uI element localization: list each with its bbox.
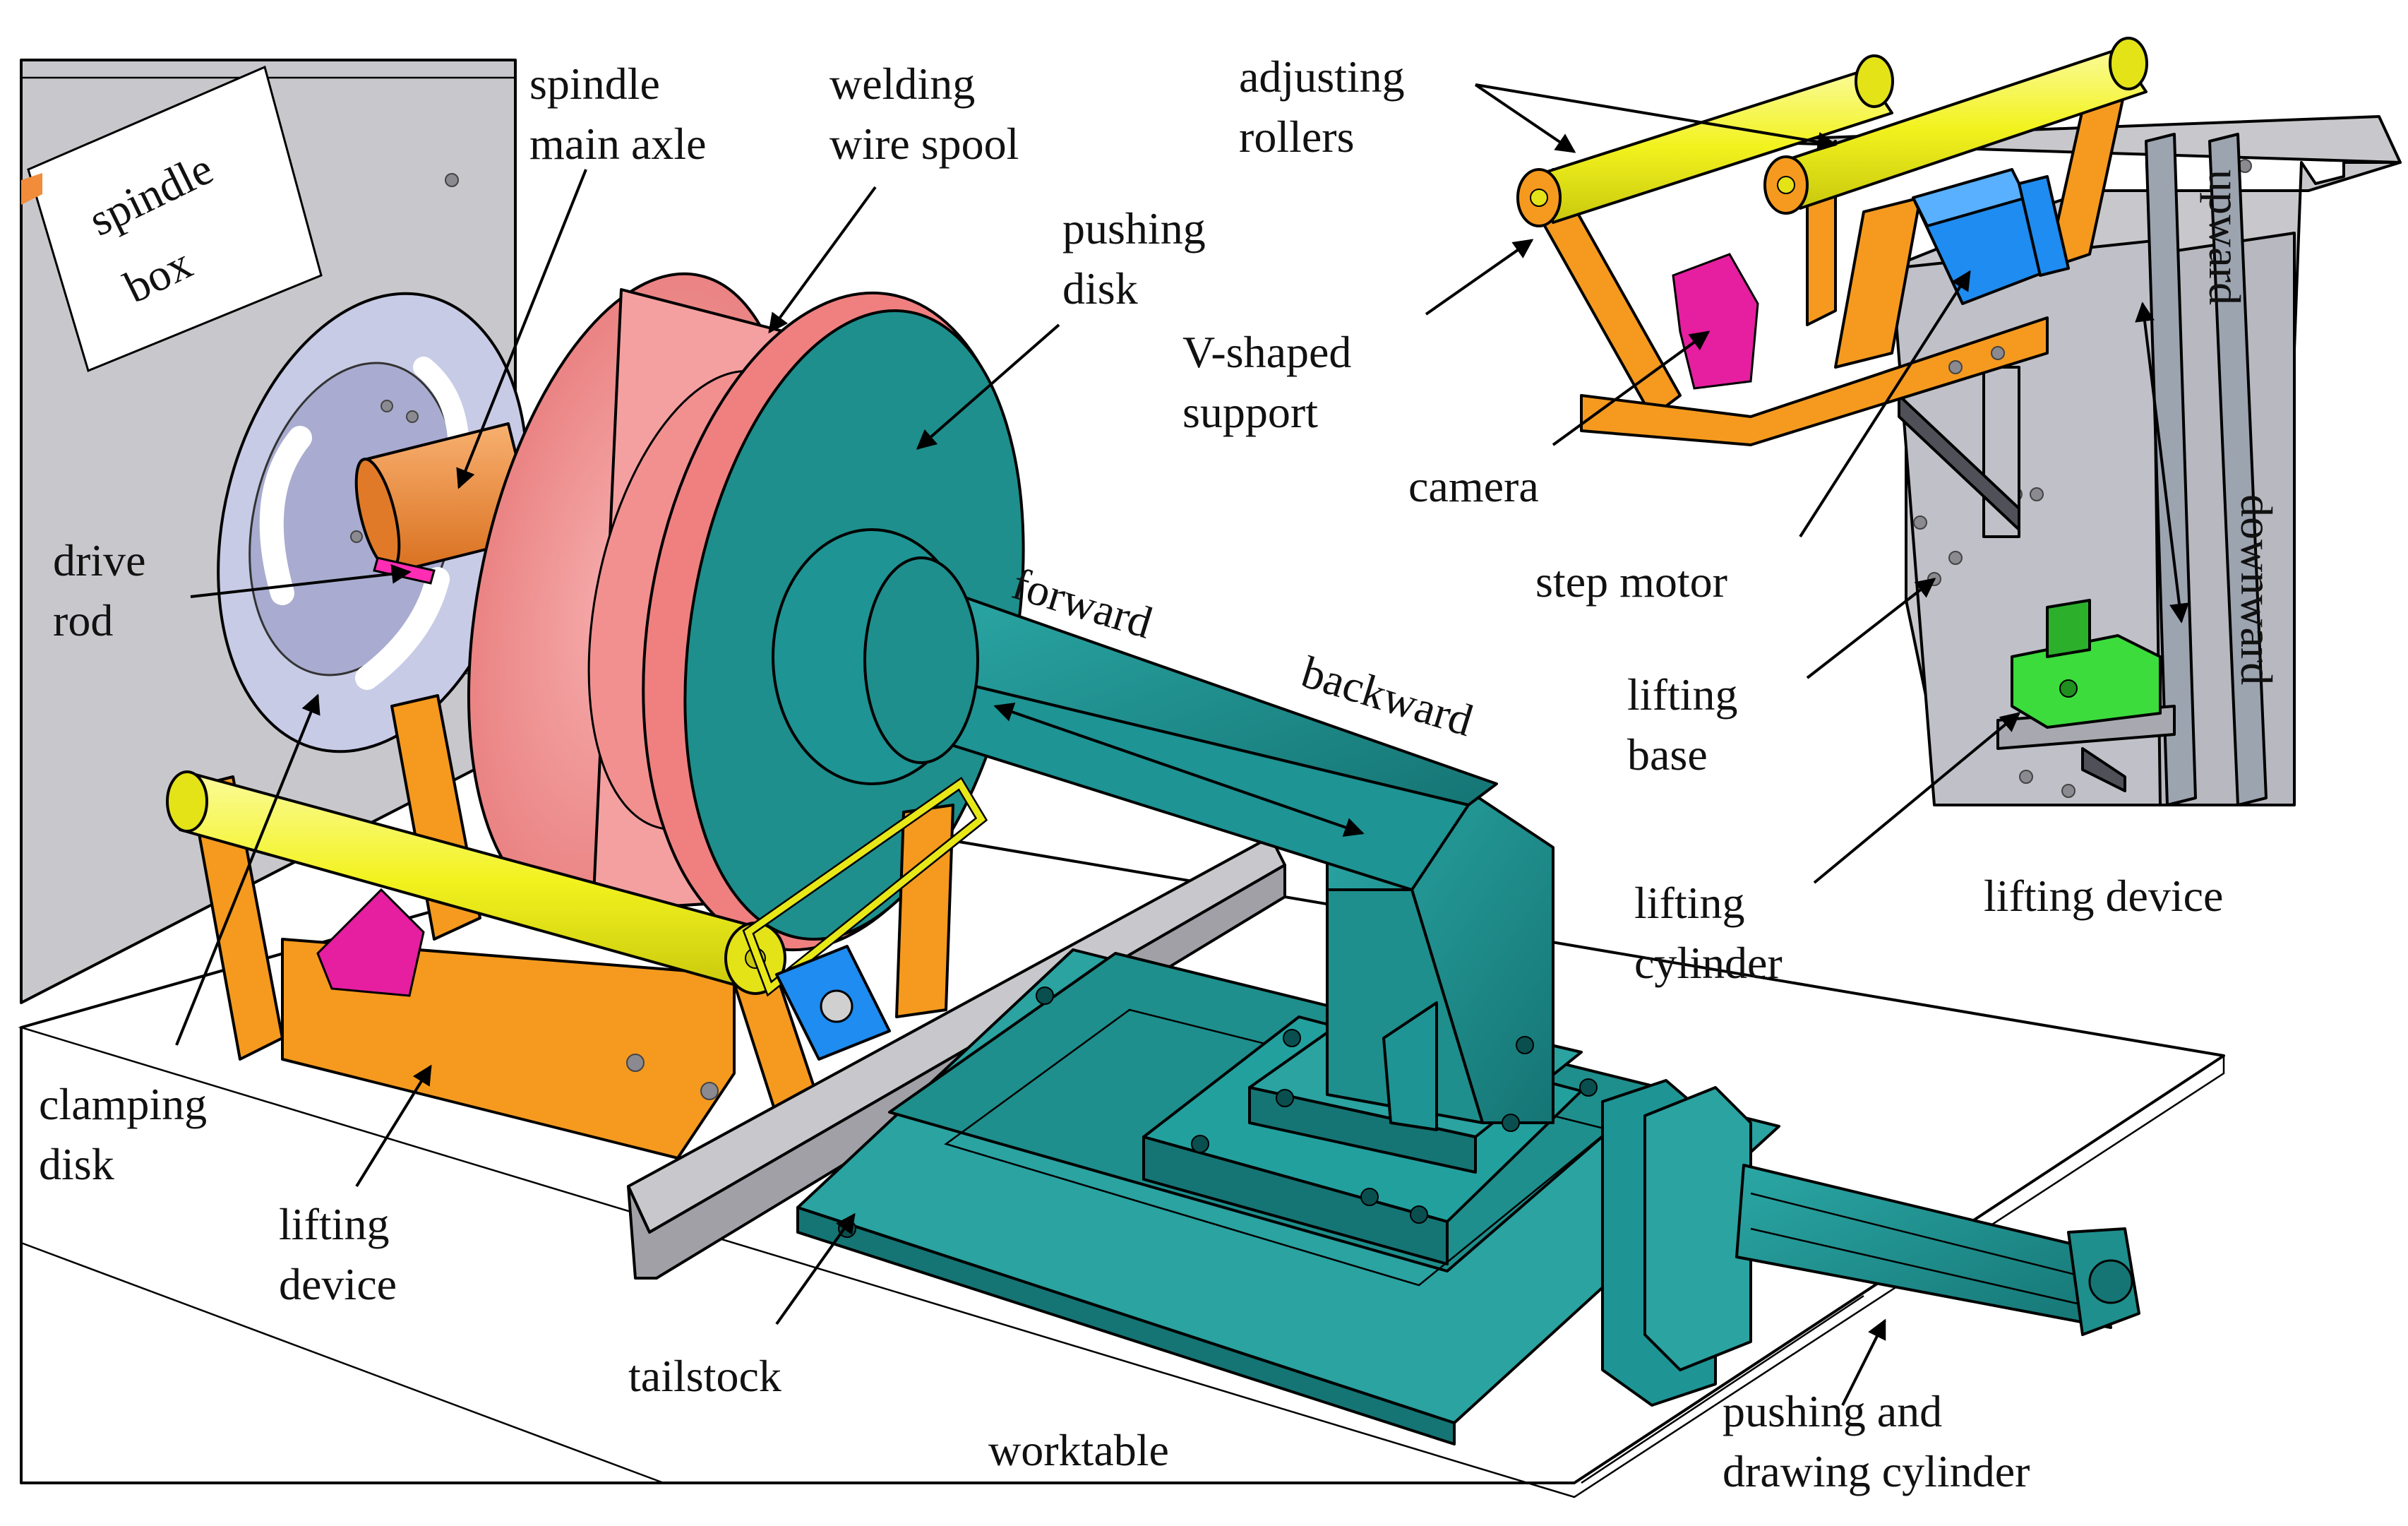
- leader-drive-rod: [190, 564, 412, 598]
- label-v-shaped-support-2: support: [1182, 387, 1318, 437]
- left-belt: [742, 776, 988, 997]
- label-lifting-device-left-2: device: [279, 1259, 397, 1309]
- leader-welding-wire-spool: [768, 186, 877, 334]
- label-adjusting-rollers-2: rollers: [1239, 112, 1355, 162]
- label-lifting-base-1: lifting: [1627, 669, 1737, 720]
- label-upward: upward: [2200, 169, 2250, 305]
- pushing-drawing-cylinder: [1601, 1079, 2140, 1407]
- upper-v-support: [1672, 253, 1759, 390]
- label-pushing-disk-2: disk: [1062, 263, 1138, 314]
- label-camera: camera: [1408, 461, 1539, 511]
- label-lifting-cylinder-1: lifting: [1634, 878, 1744, 928]
- label-drive-rod-2: rod: [53, 595, 113, 645]
- label-lifting-base-2: base: [1627, 729, 1708, 780]
- leader-lifting-device-left: [355, 1064, 432, 1188]
- label-lifting-device-right: lifting device: [1984, 871, 2223, 921]
- leader-adjusting-rollers-a: [1474, 83, 1576, 153]
- label-lifting-device-left-1: lifting: [279, 1199, 389, 1249]
- leader-lifting-base: [1806, 578, 1936, 679]
- upward-downward-arrow: [2135, 302, 2189, 624]
- leader-pushing-drawing-cylinder: [1841, 1318, 1886, 1406]
- lifting-cylinder: [2011, 599, 2162, 729]
- leader-v-shaped-support: [1425, 239, 1534, 316]
- upper-step-motor: [1912, 168, 2070, 305]
- label-downward: downward: [2232, 494, 2282, 685]
- label-v-shaped-support-1: V-shaped: [1182, 327, 1351, 377]
- upper-frame: [1523, 55, 2133, 446]
- leader-lines: [175, 83, 2189, 1406]
- label-drive-rod-1: drive: [53, 535, 146, 585]
- forward-backward-arrow: [993, 703, 1365, 837]
- label-pushing-disk-1: pushing: [1062, 203, 1206, 254]
- leader-adjusting-rollers-b: [1475, 83, 1838, 152]
- left-v-support: [316, 888, 425, 997]
- leader-clamping-disk: [175, 693, 321, 1046]
- label-clamping-disk-2: disk: [39, 1139, 114, 1189]
- leader-camera: [1552, 330, 1711, 446]
- label-clamping-disk-1: clamping: [39, 1079, 207, 1129]
- label-adjusting-rollers-1: adjusting: [1239, 52, 1405, 102]
- label-worktable: worktable: [988, 1425, 1169, 1475]
- leader-spindle-main-axle: [456, 169, 587, 489]
- label-welding-wire-spool-1: welding: [829, 59, 975, 109]
- leader-pushing-disk: [916, 323, 1060, 450]
- left-step-motor: [775, 945, 891, 1061]
- label-step-motor: step motor: [1535, 556, 1727, 607]
- label-tailstock: tailstock: [628, 1351, 781, 1401]
- label-pushing-drawing-cylinder-1: pushing and: [1723, 1386, 1942, 1436]
- label-lifting-cylinder-2: cylinder: [1634, 938, 1783, 988]
- label-spindle-main-axle-1: spindle: [529, 59, 660, 109]
- label-spindle-main-axle-2: main axle: [529, 119, 707, 169]
- label-pushing-drawing-cylinder-2: drawing cylinder: [1723, 1446, 2030, 1496]
- upper-rollers: [1516, 37, 2148, 227]
- leader-step-motor: [1799, 270, 1971, 538]
- label-welding-wire-spool-2: wire spool: [829, 119, 1019, 169]
- leader-tailstock: [775, 1212, 856, 1325]
- leader-lifting-cylinder: [1813, 712, 2021, 884]
